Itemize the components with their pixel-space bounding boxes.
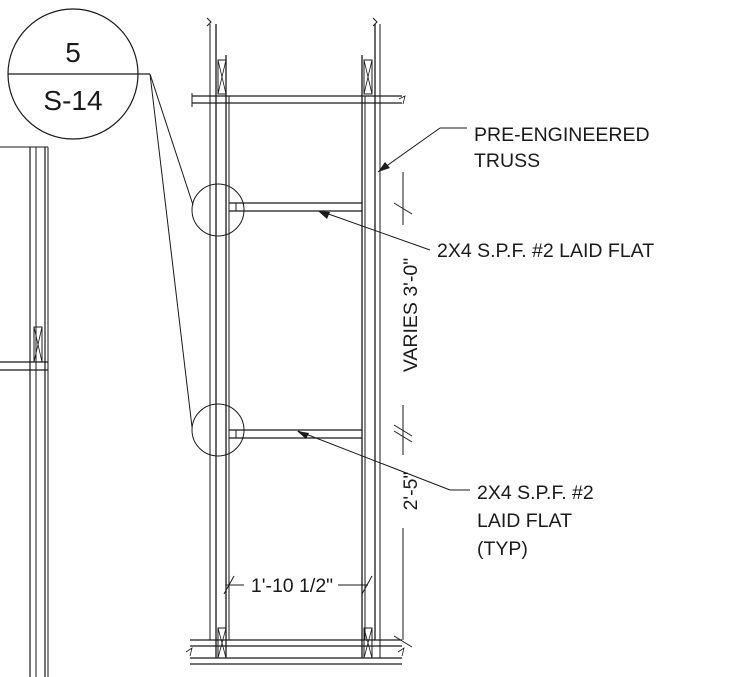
bottom-plates: [185, 639, 405, 665]
callout-blocking-upper: 2X4 S.P.F. #2 LAID FLAT: [318, 210, 654, 262]
arrowhead: [318, 211, 330, 219]
detail-marker: 5 S-14: [7, 8, 150, 140]
callout-truss-line-2: TRUSS: [474, 150, 540, 172]
vertical-dimension-line: VARIES 3'-0" 2'-5": [393, 172, 422, 648]
callout-blocking-lower: 2X4 S.P.F. #2 LAID FLAT (TYP): [297, 430, 594, 560]
callout-truss-line-1: PRE-ENGINEERED: [474, 124, 650, 146]
left-partial-truss: [0, 146, 49, 677]
detail-circle-lower: [191, 403, 245, 457]
arrowhead: [378, 162, 390, 172]
dimension-upper-spacing: VARIES 3'-0": [400, 258, 422, 372]
callout-blocking-lower-line-3: (TYP): [477, 538, 528, 560]
right-truss: [361, 17, 381, 659]
callout-blocking-lower-line-1: 2X4 S.P.F. #2: [477, 482, 594, 504]
callout-blocking-upper-text: 2X4 S.P.F. #2 LAID FLAT: [437, 240, 654, 262]
horizontal-dimension-line: 1'-10 1/2": [223, 575, 373, 597]
callout-blocking-lower-line-2: LAID FLAT: [477, 510, 572, 532]
callout-truss: PRE-ENGINEERED TRUSS: [377, 124, 650, 173]
dimension-lower-spacing: 2'-5": [400, 472, 422, 511]
blocking-lower: [229, 429, 362, 439]
detail-sheet: S-14: [43, 85, 102, 116]
arrowhead: [297, 431, 309, 439]
dimension-truss-spacing: 1'-10 1/2": [251, 575, 333, 597]
detail-number: 5: [65, 37, 81, 68]
left-truss: [206, 17, 230, 659]
detail-leader-lines: [149, 73, 194, 428]
detail-circle-upper: [191, 183, 245, 237]
top-plate: [191, 93, 406, 107]
blocking-upper: [229, 202, 362, 212]
